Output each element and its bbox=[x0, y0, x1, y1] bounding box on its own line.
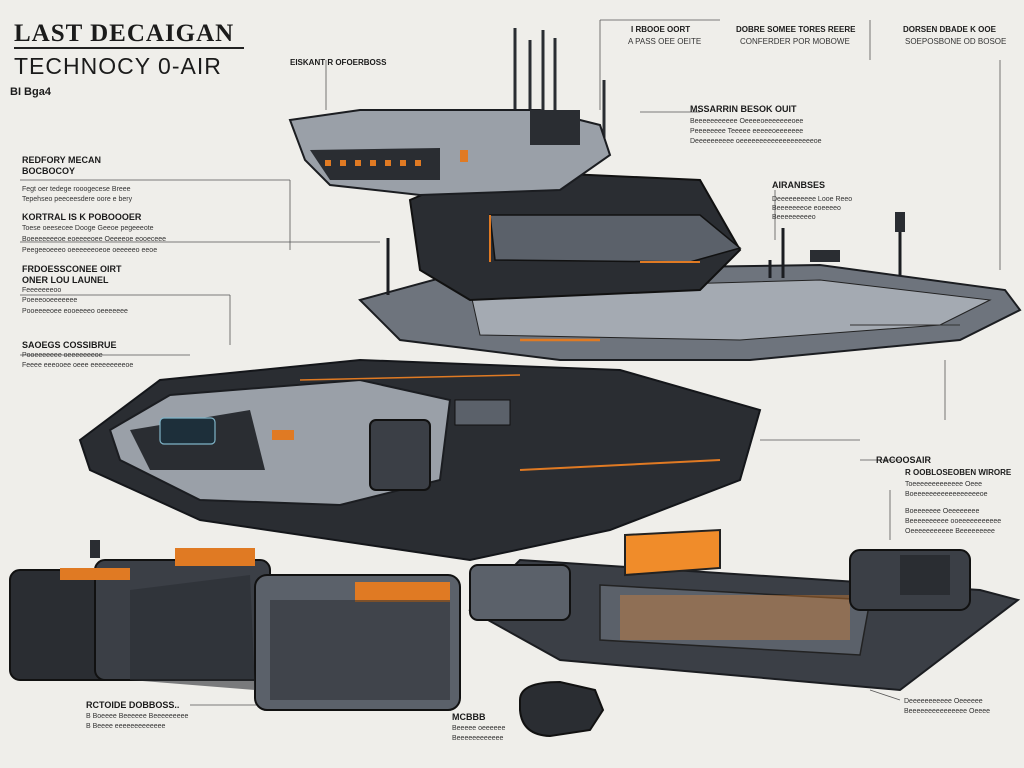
callout-left-1-subtitle: BOCBOCOY bbox=[22, 166, 76, 176]
callout-left-3-body-3: Pooeeeeoee eooeeeeo oeeeeeee bbox=[22, 308, 128, 315]
callout-right-1-body-3: Deeeeeeeeee oeeeeeeeeeeeeeeeeeeeoe bbox=[690, 138, 822, 145]
callout-left-1-title: REDFORY MECAN bbox=[22, 155, 102, 165]
callout-bottom-left-body-2: B Beeee eeeeeeeeeeeee bbox=[86, 723, 166, 730]
callout-bottom-left-title: RCTOIDE DOBBOSS.. bbox=[86, 700, 180, 710]
callout-left-3-subtitle: ONER LOU LAUNEL bbox=[22, 275, 109, 285]
callout-left-3-body-1: Feeeeeeeoo bbox=[22, 287, 62, 294]
callout-right-3-body-3: Boeeeeeee Oeeeeeeee bbox=[905, 508, 980, 515]
callout-right-3-body-1: Toeeeeeeeeeeeee Oeee bbox=[905, 481, 983, 488]
callout-bottom-mid-body-1: Beeeee oeeeeee bbox=[452, 725, 506, 732]
callout-left-3-body-2: Poeeeooeeeeeee bbox=[22, 297, 78, 304]
callout-left-4-body-2: Feeee eeeooee oeee eeeeeeeeeoe bbox=[22, 362, 134, 369]
callout-right-3-body-2: Boeeeeeeeeeeeeeeeeeoe bbox=[905, 491, 988, 498]
callout-top-b-body: CONFERDER POR MOBOWE bbox=[740, 37, 850, 46]
callout-right-2-body-1: Deeeeeeeeee Looe Reeo bbox=[772, 196, 853, 203]
callout-bottom-left-body-1: B Boeeee Beeeeee Beeeeeeeee bbox=[86, 713, 189, 720]
callout-sub-header: EISKANT R OFOERBOSS bbox=[290, 58, 387, 67]
callout-right-3-body-5: Oeeeeeeeeeee Beeeeeeeee bbox=[905, 528, 995, 535]
callout-left-1-body-2: Tepehseo peeceesdere oore e bery bbox=[22, 196, 133, 203]
callout-right-1-body-1: Beeeeeeeeeee Oeeeeoeeeeeeeoee bbox=[690, 118, 804, 125]
callout-left-1-body-1: Fegt oer tedege rooogecese Breee bbox=[22, 186, 131, 193]
page-subtitle: TECHNOCY 0-AIR bbox=[14, 53, 222, 79]
callout-right-3-title: RACOOSAIR bbox=[876, 455, 932, 465]
title-divider bbox=[14, 47, 244, 49]
header-badge: BI Bga4 bbox=[10, 86, 51, 98]
callout-bottom-mid-title: MCBBB bbox=[452, 712, 486, 722]
callout-left-2-title: KORTRAL IS K POBOOOER bbox=[22, 212, 142, 222]
callout-right-3-body-4: Beeeeeeeeee ooeeeeeeeeeee bbox=[905, 518, 1002, 525]
callout-left-4-title: SAOEGS COSSIBRUE bbox=[22, 340, 117, 350]
callout-leader-lines bbox=[20, 19, 1001, 706]
callout-right-2-title: AIRANBSES bbox=[772, 180, 826, 190]
callout-top-c: DORSEN DBADE K OOE bbox=[903, 25, 996, 34]
callout-left-4-body-1: Pooeeeeeee oeeeeeeeoe bbox=[22, 352, 103, 359]
callout-right-3-subtitle: R OOBLOSEOBEN WIRORE bbox=[905, 468, 1012, 477]
callout-left-2-body-2: Boeeeeeeeoe eoeeeeoee Oeeeeoe eooeceee bbox=[22, 236, 167, 243]
callout-bottom-right-body-2: Beeeeeeeeeeeeeee Oeeee bbox=[904, 708, 991, 715]
callout-right-2-body-2: Beeeeeeeoe eoeeeeo bbox=[772, 205, 841, 212]
callout-top-a-body: A PASS OEE OEITE bbox=[628, 37, 702, 46]
page-title: LAST DECAIGAN bbox=[14, 20, 235, 47]
callout-top-b: DOBRE SOMEE TORES REERE bbox=[736, 25, 856, 34]
callout-bottom-right-body-1: Deeeeeeeeeee Oeeeeee bbox=[904, 698, 983, 705]
callout-left-2-body-1: Toese oeesecee Dooge Geeoe pegeeeote bbox=[22, 225, 154, 232]
callout-left-2-body-3: Peegeeoeeeo oeeeeeeoeoe oeeeeeo eeoe bbox=[22, 247, 158, 254]
callout-right-2-body-3: Beeeeeeeeeo bbox=[772, 214, 816, 221]
callout-right-1-title: MSSARRIN BESOK OUIT bbox=[690, 104, 797, 114]
callout-top-c-body: SOEPOSBONE OD BOSOE bbox=[905, 37, 1007, 46]
callout-right-1-body-2: Peeeeeeee Teeeee eeeeeoeeeeeee bbox=[690, 128, 804, 135]
callout-bottom-mid-body-2: Beeeeeeeeeeee bbox=[452, 735, 504, 742]
callout-top-a: I RBOOE OORT bbox=[631, 25, 691, 34]
callout-left-3-title: FRDOESSCONEE OIRT bbox=[22, 264, 122, 274]
